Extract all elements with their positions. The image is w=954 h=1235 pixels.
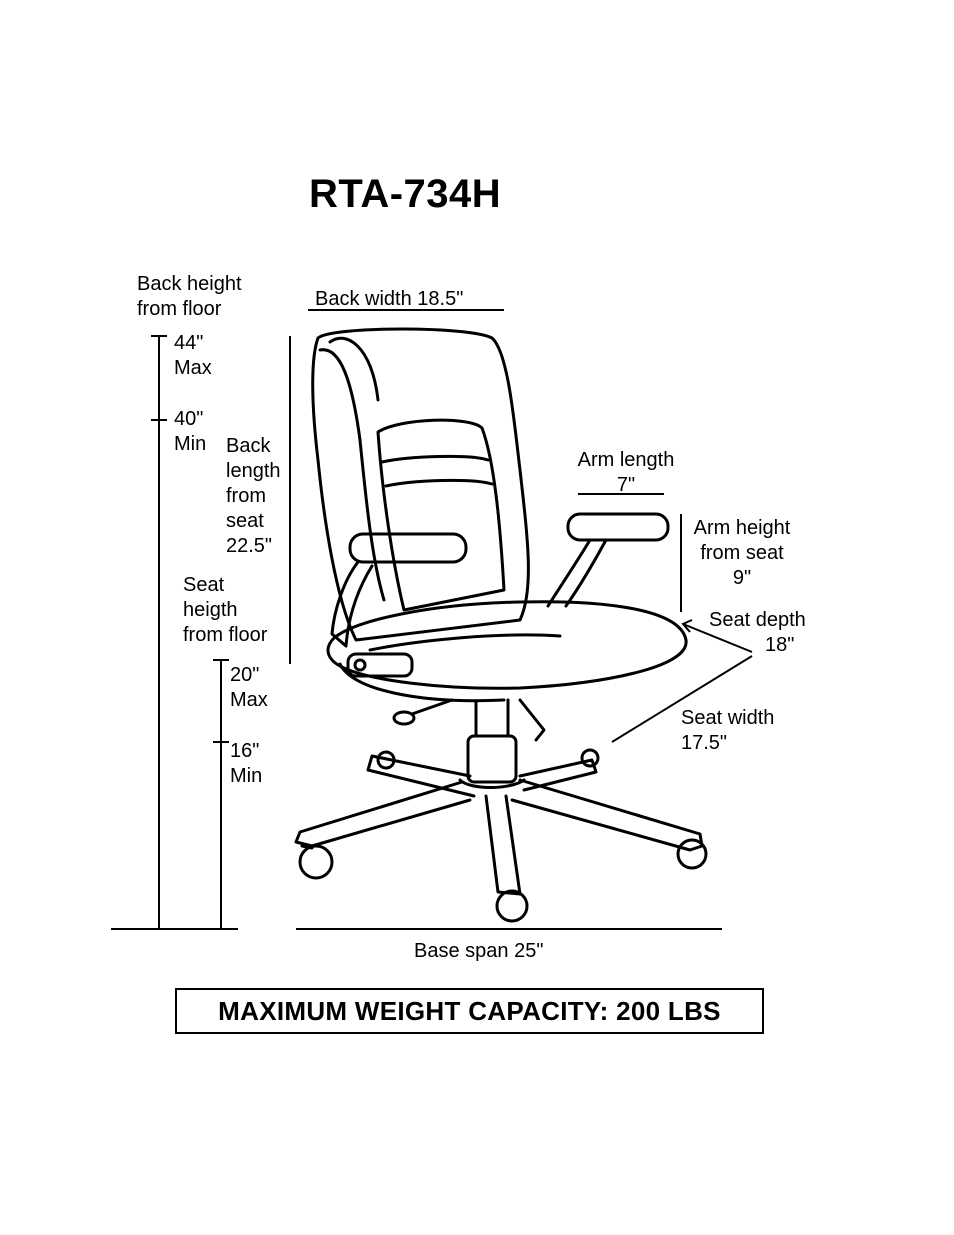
label-line: 17.5" <box>681 731 774 756</box>
label-40-min: 40" Min <box>174 407 206 457</box>
weight-capacity-text: MAXIMUM WEIGHT CAPACITY: 200 LBS <box>218 996 721 1027</box>
label-line: 44" <box>174 331 212 356</box>
label-line: Max <box>230 688 268 713</box>
label-arm-height: Arm height from seat 9" <box>682 516 802 591</box>
label-back-length: Back length from seat 22.5" <box>226 434 281 559</box>
label-line: 18" <box>709 633 806 658</box>
label-back-height: Back height from floor <box>137 272 242 322</box>
label-line: from floor <box>137 297 242 322</box>
label-line: Arm height <box>682 516 802 541</box>
weight-capacity-box: MAXIMUM WEIGHT CAPACITY: 200 LBS <box>175 988 764 1034</box>
label-line: Seat <box>183 573 267 598</box>
label-line: Max <box>174 356 212 381</box>
label-line: heigth <box>183 598 267 623</box>
label-line: from floor <box>183 623 267 648</box>
label-line: Min <box>174 432 206 457</box>
label-seat-width: Seat width 17.5" <box>681 706 774 756</box>
label-back-width: Back width 18.5" <box>315 287 463 312</box>
label-line: 7" <box>566 473 686 498</box>
label-line: Seat depth <box>709 608 806 633</box>
chair-illustration <box>296 329 706 921</box>
label-line: length <box>226 459 281 484</box>
label-line: Back <box>226 434 281 459</box>
label-line: seat <box>226 509 281 534</box>
label-arm-length: Arm length 7" <box>566 448 686 498</box>
label-seat-height: Seat heigth from floor <box>183 573 267 648</box>
label-base-span: Base span 25" <box>414 939 543 964</box>
label-line: from <box>226 484 281 509</box>
label-line: 9" <box>682 566 802 591</box>
label-16-min: 16" Min <box>230 739 262 789</box>
label-line: Seat width <box>681 706 774 731</box>
label-line: 20" <box>230 663 268 688</box>
label-line: Min <box>230 764 262 789</box>
label-line: from seat <box>682 541 802 566</box>
label-seat-depth: Seat depth 18" <box>709 608 806 658</box>
label-line: Back height <box>137 272 242 297</box>
label-line: 40" <box>174 407 206 432</box>
label-line: 22.5" <box>226 534 281 559</box>
label-line: 16" <box>230 739 262 764</box>
label-44-max: 44" Max <box>174 331 212 381</box>
label-20-max: 20" Max <box>230 663 268 713</box>
label-line: Arm length <box>566 448 686 473</box>
